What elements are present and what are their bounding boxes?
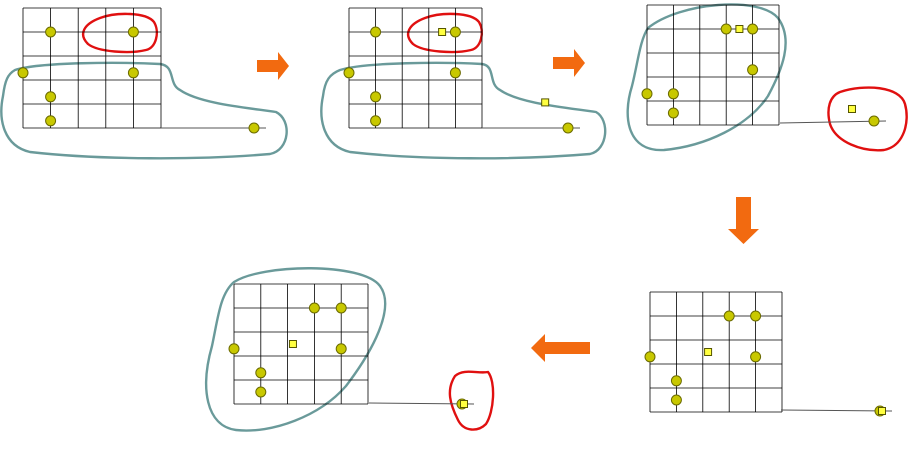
step-2-panel (320, 7, 607, 160)
cluster-b-outline (626, 3, 787, 152)
data-point-icon (127, 67, 139, 79)
cluster-b-outline (0, 61, 288, 160)
centroid-icon (438, 28, 447, 36)
data-point-icon (335, 343, 347, 355)
data-point-icon (720, 23, 732, 35)
data-point-icon (667, 107, 679, 119)
cluster-a-outline (448, 370, 495, 431)
cluster-a-outline (81, 12, 158, 54)
data-point-icon (667, 88, 679, 100)
data-point-icon (641, 88, 653, 100)
data-point-icon (45, 91, 57, 103)
data-point-icon (308, 302, 320, 314)
arrow-left-icon (531, 334, 590, 362)
data-point-icon (562, 122, 574, 134)
data-point-icon (670, 394, 682, 406)
data-point-icon (747, 64, 759, 76)
data-point-icon (750, 351, 762, 363)
centroid-icon (735, 25, 744, 33)
centroid-icon (848, 105, 856, 113)
step-3-panel (626, 3, 908, 152)
data-point-icon (449, 26, 461, 38)
data-point-icon (370, 91, 382, 103)
step-5-panel (644, 291, 893, 417)
data-point-icon (670, 375, 682, 387)
data-point-icon (868, 115, 880, 127)
grid (348, 7, 483, 129)
outlier-line (780, 409, 893, 412)
grid (22, 7, 162, 129)
grid (233, 283, 369, 405)
data-point-icon (644, 351, 656, 363)
data-point-icon (747, 23, 759, 35)
data-point-icon (343, 67, 355, 79)
data-point-icon (127, 26, 139, 38)
data-point-icon (45, 115, 57, 127)
arrow-down-icon (728, 197, 759, 244)
data-point-icon (723, 310, 735, 322)
centroid-icon (288, 340, 297, 348)
centroid-icon (878, 407, 886, 415)
data-point-icon (255, 386, 267, 398)
data-point-icon (370, 26, 382, 38)
cluster-b-outline (205, 267, 387, 432)
data-point-icon (335, 302, 347, 314)
arrow-right-icon (553, 49, 585, 77)
data-point-icon (255, 367, 267, 379)
data-point-icon (45, 26, 57, 38)
data-point-icon (750, 310, 762, 322)
data-point-icon (370, 115, 382, 127)
step-1-panel (0, 7, 288, 160)
data-point-icon (228, 343, 240, 355)
data-point-icon (17, 67, 29, 79)
centroid-icon (460, 400, 468, 408)
cluster-a-outline (406, 12, 483, 54)
arrow-right-icon (257, 52, 289, 80)
data-point-icon (449, 67, 461, 79)
grid (649, 291, 783, 413)
outlier-line (368, 402, 475, 405)
cluster-a-outline (827, 86, 908, 152)
cluster-b-outline (320, 61, 607, 160)
centroid-icon (541, 98, 550, 107)
data-point-icon (248, 122, 260, 134)
centroid-icon (704, 348, 713, 356)
step-4-panel (205, 267, 495, 432)
outlier-line (779, 120, 887, 124)
